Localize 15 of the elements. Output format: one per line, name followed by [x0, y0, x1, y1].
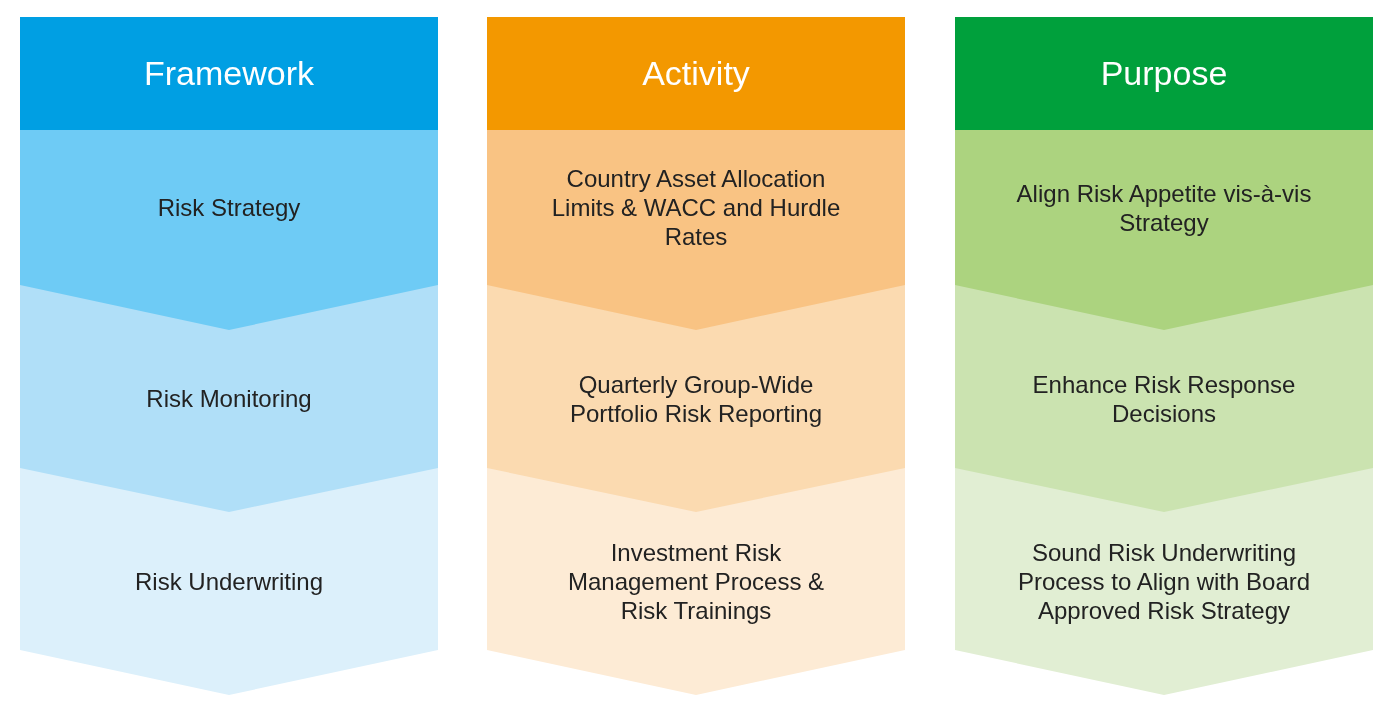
chevron-box: [955, 130, 1373, 330]
chevron-box: [20, 130, 438, 330]
step-text: Enhance Risk Response Decisions: [1031, 369, 1297, 428]
step-text: Quarterly Group-Wide Portfolio Risk Reporting: [568, 369, 824, 428]
column-header: Framework: [20, 17, 438, 130]
step-text: Align Risk Appetite vis-à-vis Strategy: [1015, 178, 1313, 237]
step-text: Risk Underwriting: [134, 566, 324, 596]
column-header: Activity: [487, 17, 905, 130]
column-header: Purpose: [955, 17, 1373, 130]
chevron-box: [487, 130, 905, 330]
step-text: Risk Monitoring: [146, 384, 312, 413]
step-text: Country Asset Allocation Limits & WACC and Hurdle Rates: [550, 164, 842, 251]
step-text: Risk Strategy: [157, 193, 301, 222]
step-text: Sound Risk Underwriting Process to Align with Board Approved Risk Strategy: [1016, 537, 1312, 625]
step-text: Investment Risk Management Process & Risk Trainings: [566, 537, 826, 625]
